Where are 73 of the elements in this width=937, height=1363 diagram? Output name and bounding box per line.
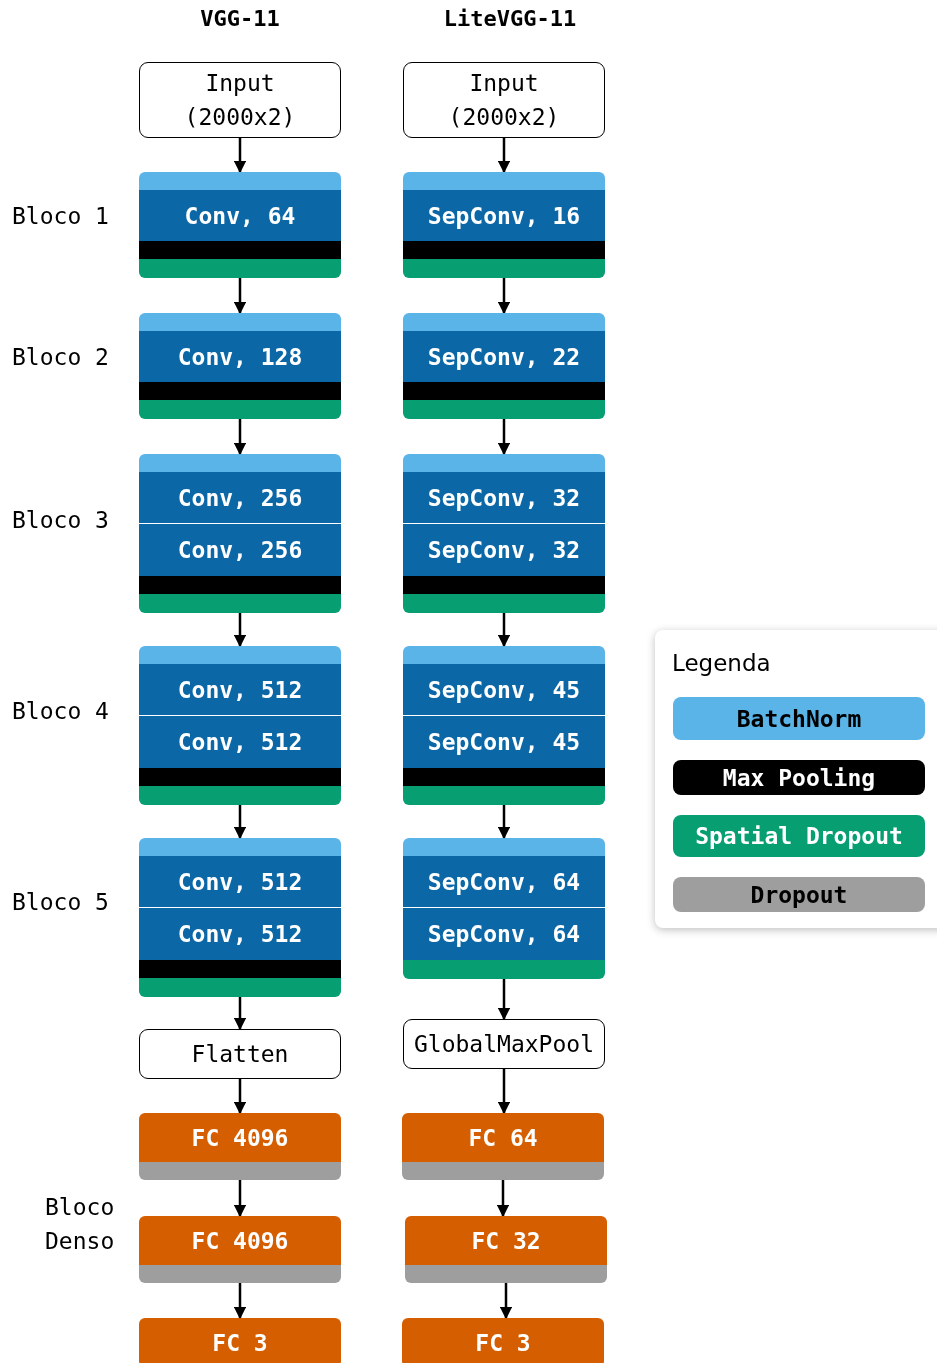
layer-label: SepConv, 32 <box>427 536 581 563</box>
layer-label: SepConv, 64 <box>427 920 581 947</box>
arrow <box>496 1180 510 1218</box>
legend-key: BatchNorm <box>673 697 925 740</box>
layer-label: SepConv, 22 <box>427 343 581 370</box>
conv-block <box>139 313 341 419</box>
dense-block <box>402 1318 604 1363</box>
layer-label: Conv, 256 <box>177 536 303 563</box>
arrow <box>497 804 511 840</box>
layer-label: FC 32 <box>471 1227 541 1254</box>
block-label: Bloco 4 <box>12 698 109 724</box>
arrow <box>497 1069 511 1115</box>
dense-block <box>402 1113 604 1180</box>
arrow <box>233 278 247 315</box>
layer-label: Conv, 512 <box>177 868 303 895</box>
conv-block <box>403 313 605 419</box>
layer-label: Conv, 128 <box>177 343 303 370</box>
arrow <box>233 612 247 648</box>
legend-key: Dropout <box>673 877 925 912</box>
layer-label: SepConv, 64 <box>427 868 581 895</box>
conv-block <box>403 172 605 278</box>
layer-label: FC 4096 <box>191 1227 289 1254</box>
layer-label: SepConv, 32 <box>427 484 581 511</box>
block-label: Bloco 3 <box>12 507 109 533</box>
dense-block <box>139 1113 341 1180</box>
legend-title: Legenda <box>672 650 771 676</box>
dense-block <box>139 1216 341 1283</box>
layer-label: FC 4096 <box>191 1124 289 1151</box>
arrow <box>233 996 247 1031</box>
layer-label: Conv, 512 <box>177 676 303 703</box>
input-box: Input (2000x2) <box>403 62 605 138</box>
arrow <box>233 1079 247 1115</box>
conv-block <box>139 172 341 278</box>
legend-key: Spatial Dropout <box>673 815 925 857</box>
block-label: Bloco Denso <box>45 1193 116 1256</box>
arrow <box>497 278 511 315</box>
layer-label: Conv, 256 <box>177 484 303 511</box>
arrow <box>233 419 247 456</box>
arrow <box>233 804 247 840</box>
layer-label: SepConv, 16 <box>427 202 581 229</box>
block-label: Bloco 5 <box>12 889 109 915</box>
column-title: VGG-11 <box>200 6 280 31</box>
layer-label: Conv, 512 <box>177 920 303 947</box>
arrow <box>233 1283 247 1320</box>
block-label: Bloco 2 <box>12 344 109 370</box>
layer-label: FC 3 <box>475 1329 531 1356</box>
block-label: Bloco 1 <box>12 203 109 229</box>
layer-box: Flatten <box>139 1029 341 1079</box>
arrow <box>497 978 511 1021</box>
arrow <box>497 419 511 456</box>
arrow <box>233 138 247 174</box>
conv-block <box>139 838 341 997</box>
conv-block <box>139 454 341 613</box>
layer-label: Conv, 64 <box>184 202 296 229</box>
arrow <box>233 1180 247 1218</box>
layer-box: GlobalMaxPool <box>403 1019 605 1069</box>
conv-block <box>403 838 605 979</box>
layer-label: FC 64 <box>468 1124 538 1151</box>
conv-block <box>139 646 341 805</box>
layer-label: SepConv, 45 <box>427 676 581 703</box>
layer-label: Conv, 512 <box>177 728 303 755</box>
input-box: Input (2000x2) <box>139 62 341 138</box>
dense-block <box>139 1318 341 1363</box>
conv-block <box>403 454 605 613</box>
layer-label: SepConv, 45 <box>427 728 581 755</box>
legend-key: Max Pooling <box>673 760 925 795</box>
layer-label: FC 3 <box>212 1329 268 1356</box>
arrow <box>497 138 511 174</box>
conv-block <box>403 646 605 805</box>
arrow <box>497 612 511 648</box>
column-title: LiteVGG-11 <box>443 6 577 31</box>
arrow <box>499 1283 513 1320</box>
dense-block <box>405 1216 607 1283</box>
